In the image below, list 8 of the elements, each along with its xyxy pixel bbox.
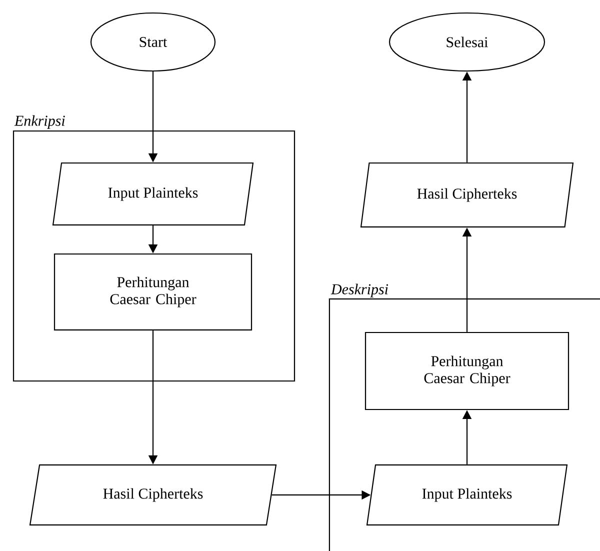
input-output-parallelogram: Input Plainteks: [366, 464, 568, 526]
process-box: Perhitungan Caesar Chiper: [54, 253, 252, 331]
input-output-parallelogram: Hasil Cipherteks: [360, 162, 574, 228]
group-heading: Enkripsi: [14, 115, 65, 129]
group-heading: Deskripsi: [330, 284, 388, 298]
input-output-parallelogram: Input Plainteks: [52, 162, 254, 226]
input-output-parallelogram: Hasil Cipherteks: [29, 464, 277, 526]
process-box: Perhitungan Caesar Chiper: [364, 332, 570, 410]
